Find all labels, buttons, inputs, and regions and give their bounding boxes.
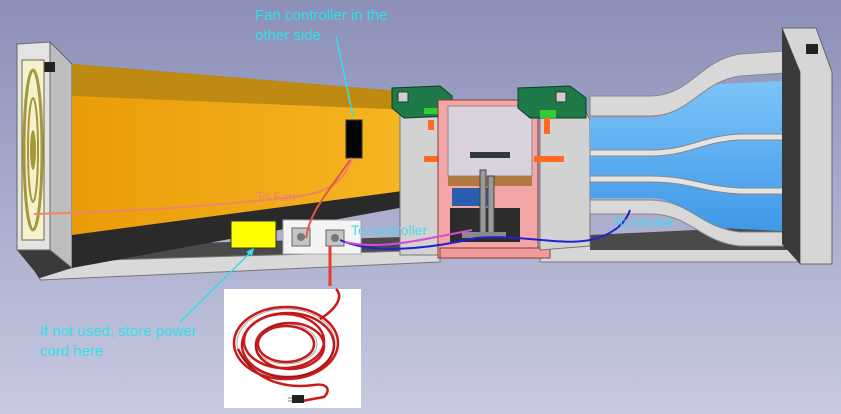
test-section xyxy=(437,99,551,259)
contraction-duct xyxy=(72,64,410,268)
wires xyxy=(33,157,631,286)
fan-icon xyxy=(22,68,44,232)
electronics-board xyxy=(282,219,362,255)
test-section-right-frame xyxy=(517,85,591,251)
fan-controller-box xyxy=(345,119,363,159)
diffuser xyxy=(589,49,801,247)
callout-lines xyxy=(179,35,354,323)
power-cord-label: If not used, store power cord here xyxy=(40,323,197,360)
coiled-red-extension-cord-icon xyxy=(224,288,361,408)
to-fan-label: To Fan xyxy=(256,189,296,204)
outlet-frame xyxy=(781,27,833,265)
yellow-sensor-box xyxy=(230,220,277,249)
to-controller-label: To controller xyxy=(351,222,428,238)
fan-controller-label: Fan controller in the other side xyxy=(255,7,388,44)
to-smoke-label: To smoke xyxy=(613,214,673,230)
